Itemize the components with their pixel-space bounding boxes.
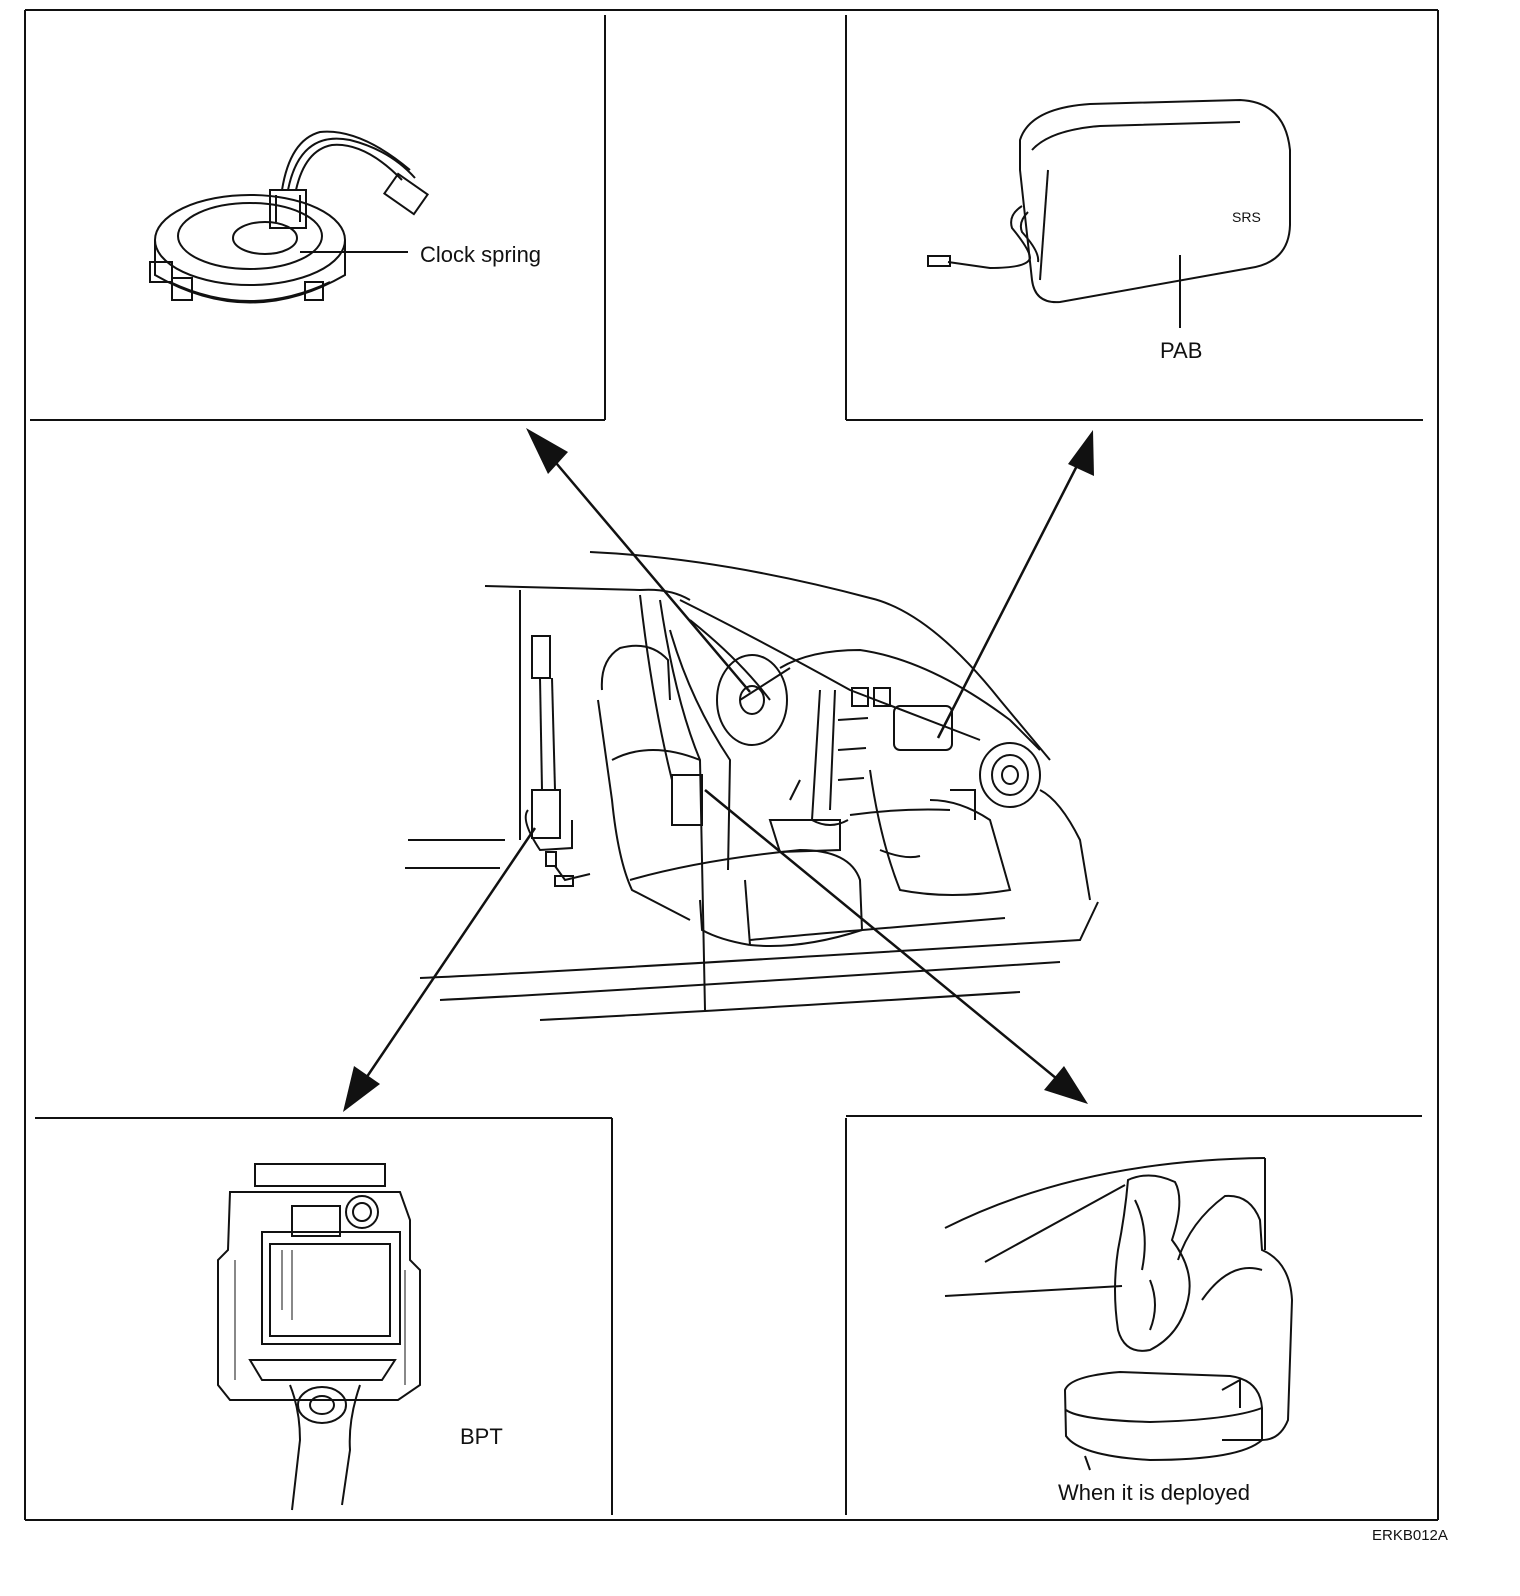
- figure-code: ERKB012A: [1372, 1527, 1448, 1544]
- bpt-illustration: [217, 1163, 421, 1511]
- clock-spring-label: Clock spring: [420, 242, 541, 267]
- arrowhead-deployed: [1044, 1066, 1088, 1104]
- pab-label: PAB: [1160, 338, 1202, 363]
- arrowhead-clock-spring: [526, 428, 568, 474]
- arrow-to-bpt: [356, 827, 537, 1091]
- arrow-to-pab: [936, 449, 1087, 739]
- clock-spring-panel: [30, 15, 606, 421]
- arrowhead-bpt: [343, 1066, 380, 1112]
- arrow-to-clock-spring: [539, 443, 751, 693]
- deployed-panel: [845, 1115, 1422, 1515]
- clock-spring-illustration: [149, 130, 430, 304]
- bpt-panel: [35, 1117, 613, 1515]
- arrow-heads: [343, 428, 1094, 1112]
- pab-panel: [845, 15, 1423, 421]
- outer-frame: [24, 9, 1439, 1521]
- svg-text:SRS: SRS: [1232, 209, 1261, 225]
- vehicle-interior-illustration: [405, 551, 1099, 1021]
- deployed-illustration: [944, 1157, 1294, 1471]
- callout-arrows: [356, 443, 1087, 1091]
- arrowhead-pab: [1068, 430, 1094, 476]
- arrow-to-deployed: [704, 789, 1069, 1089]
- deployed-label: When it is deployed: [1058, 1480, 1250, 1505]
- bpt-label: BPT: [460, 1424, 503, 1449]
- pab-illustration: SRS: [927, 98, 1291, 304]
